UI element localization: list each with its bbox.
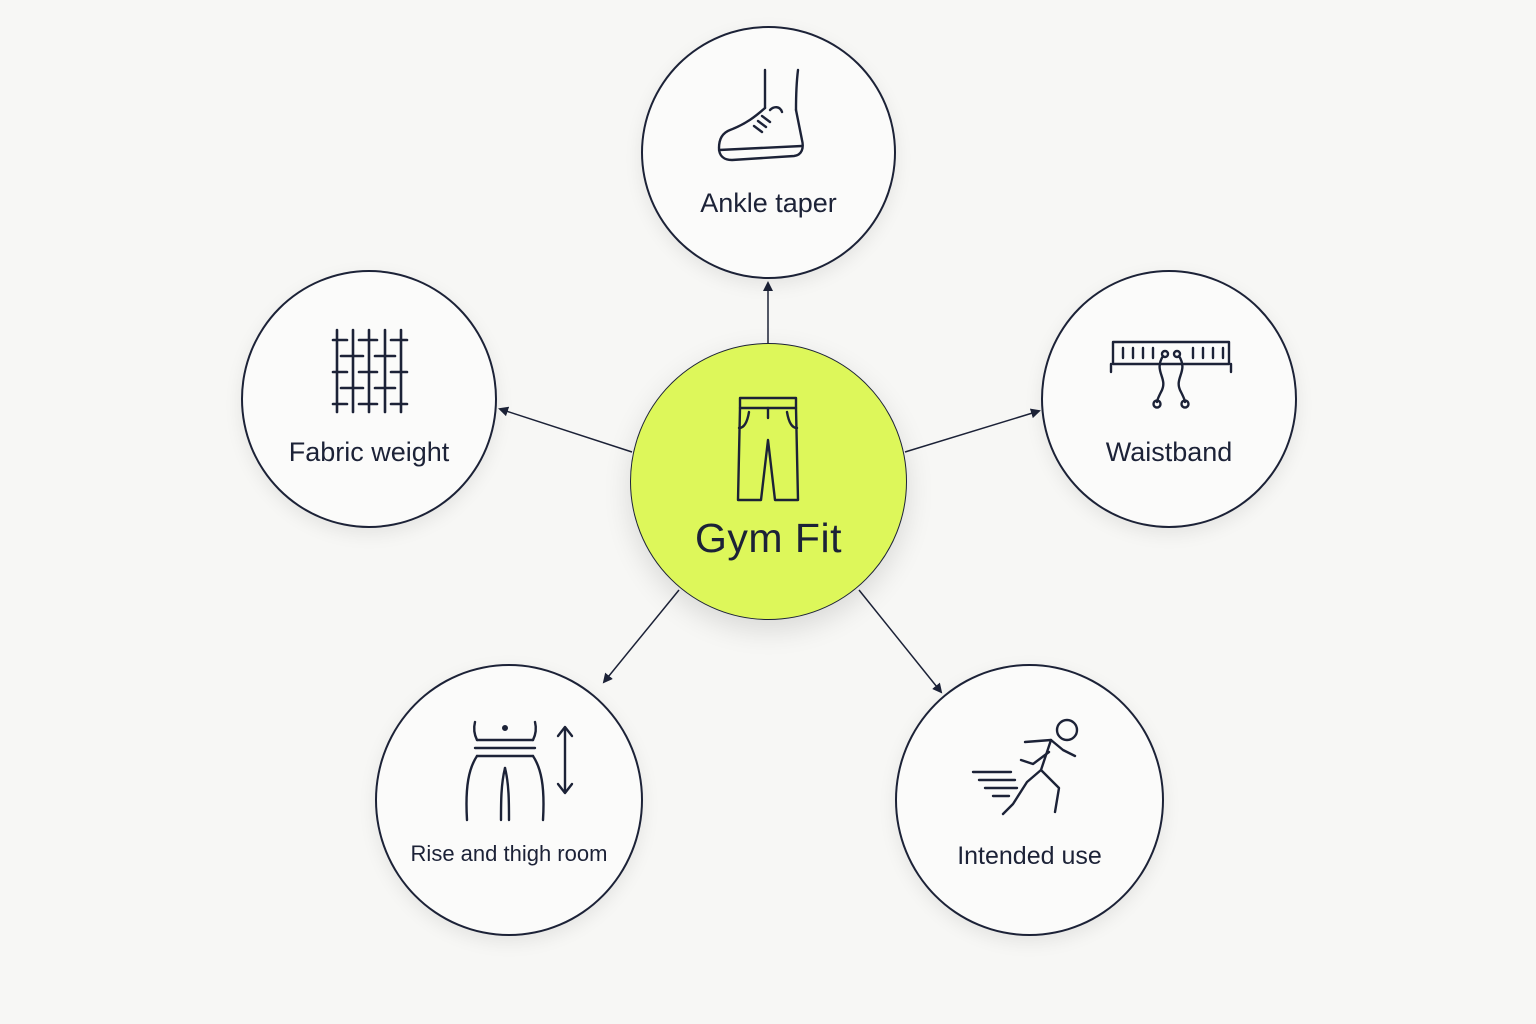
connector-rise [602,589,680,684]
waistband-drawstring-icon [1109,340,1233,409]
weave-icon [331,328,409,414]
node-intended-use: Intended use [895,664,1164,936]
runner-icon [971,718,1079,816]
node-ankle-taper: Ankle taper [641,26,896,279]
rise-measure-icon [465,720,574,822]
center-node: Gym Fit [630,343,907,620]
node-fabric-weight: Fabric weight [241,270,497,528]
node-waistband: Waistband [1041,270,1297,528]
connector-fabric [498,406,633,453]
sneaker-icon [717,68,804,162]
connector-use [858,589,943,694]
waistband-label: Waistband [1105,437,1233,467]
ankle-taper-label: Ankle taper [700,188,837,218]
rise-thigh-room-label: Rise and thigh room [410,841,608,866]
intended-use-label: Intended use [957,842,1102,870]
node-rise-thigh-room: Rise and thigh room [375,664,643,936]
connector-waist [904,408,1041,453]
center-label: Gym Fit [695,515,842,561]
pants-icon [736,396,800,502]
fabric-weight-label: Fabric weight [288,437,450,467]
